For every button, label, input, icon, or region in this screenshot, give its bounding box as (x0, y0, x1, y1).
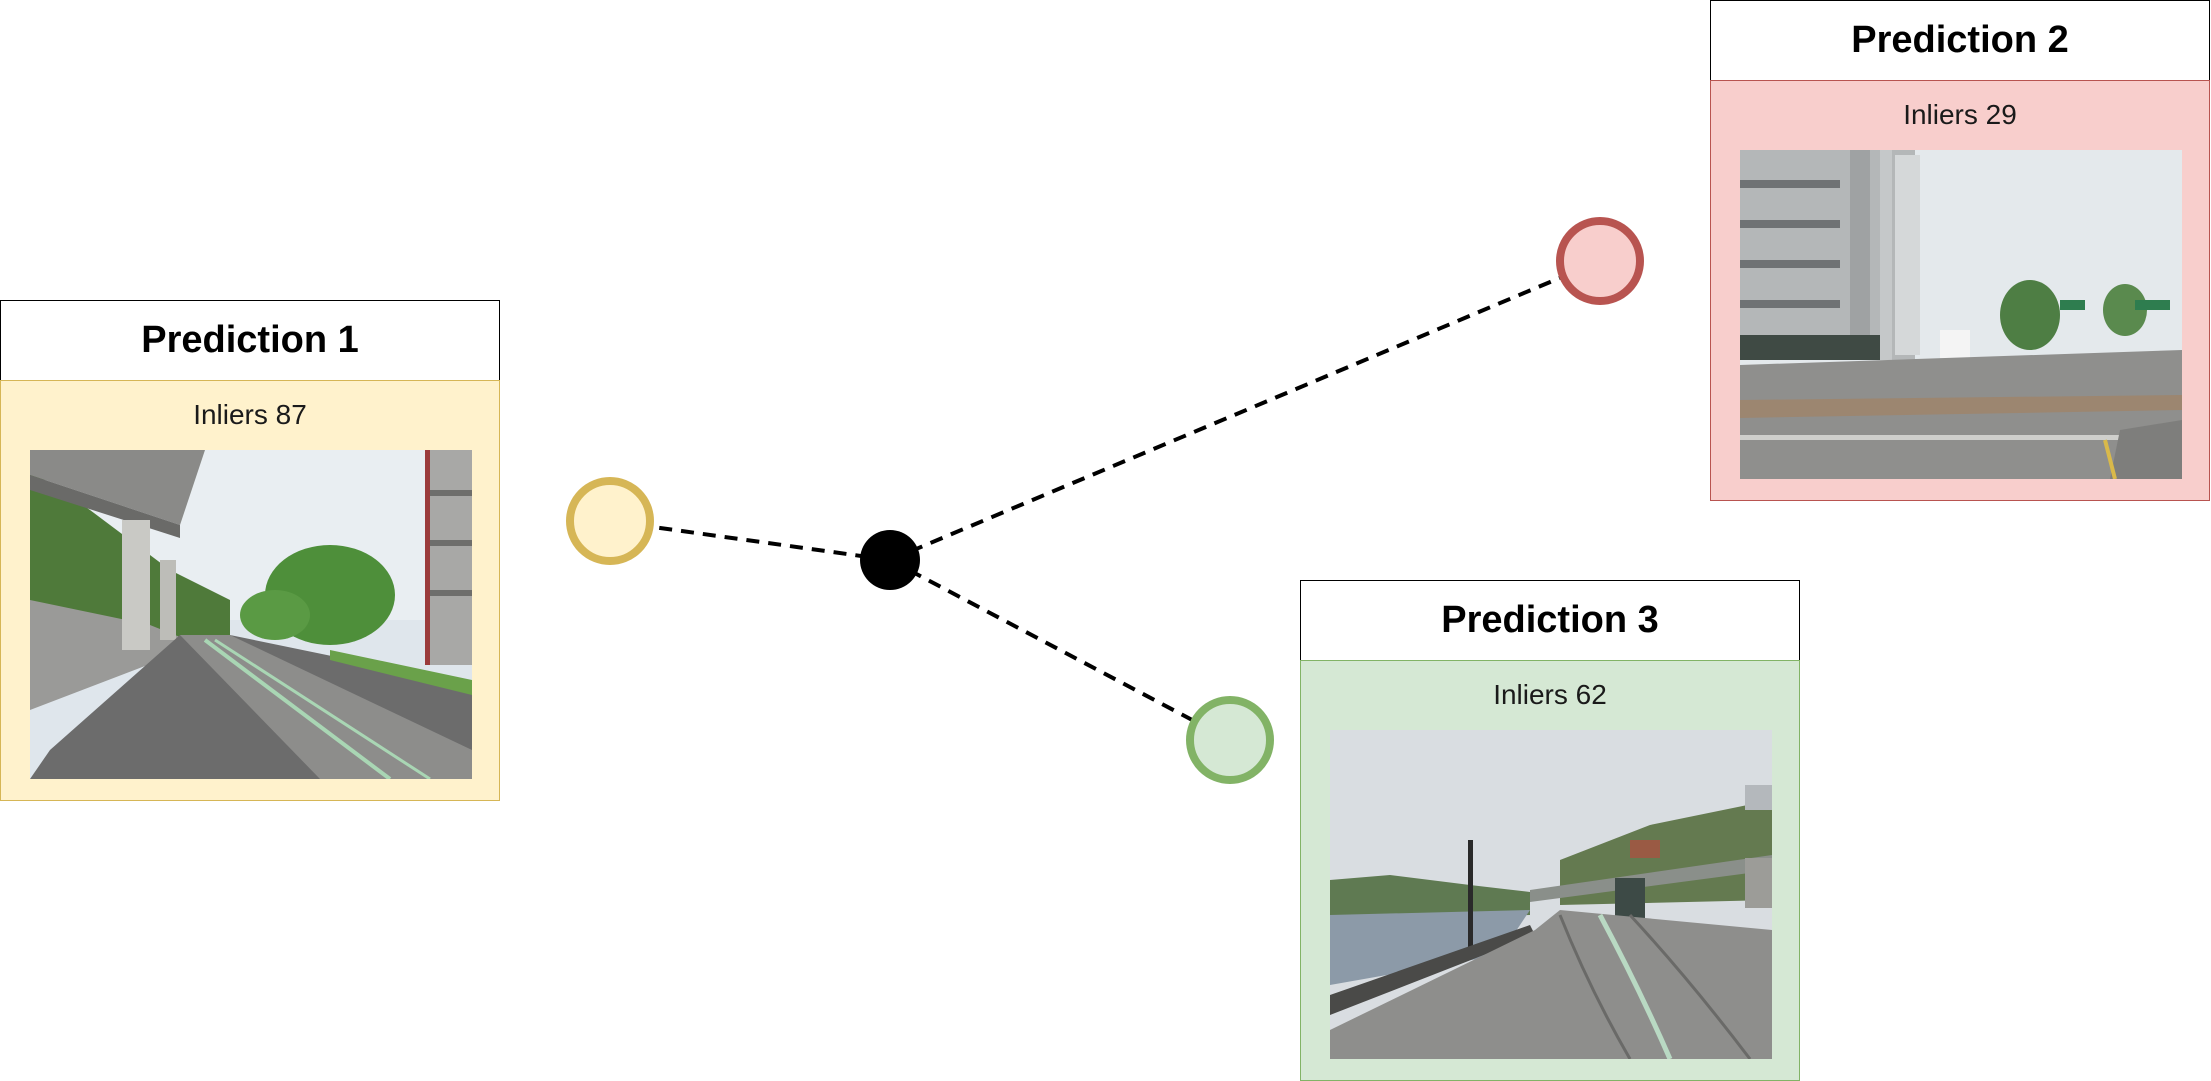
prediction-2-card: Prediction 2 Inliers 29 (1710, 0, 2210, 501)
prediction-1-body: Inliers 87 (0, 380, 500, 801)
query-node (860, 530, 920, 590)
prediction-3-card: Prediction 3 Inliers 62 (1300, 580, 1800, 1081)
prediction-3-inliers: Inliers 62 (1493, 679, 1607, 710)
edge-query-to-prediction-1 (609, 519, 891, 562)
prediction-3-body: Inliers 62 (1300, 660, 1800, 1081)
prediction-1-title: Prediction 1 (0, 300, 500, 381)
edge-query-to-prediction-3 (889, 558, 1231, 742)
prediction-3-title: Prediction 3 (1300, 580, 1800, 661)
prediction-1-photo (30, 450, 472, 779)
prediction-3-photo (1330, 730, 1772, 1059)
prediction-2-body: Inliers 29 (1710, 80, 2210, 501)
prediction-2-node (1556, 217, 1644, 305)
prediction-1-card: Prediction 1 Inliers 87 (0, 300, 500, 801)
prediction-3-node (1186, 696, 1274, 784)
prediction-1-inliers: Inliers 87 (193, 399, 307, 430)
prediction-2-title: Prediction 2 (1710, 0, 2210, 81)
prediction-1-node (566, 477, 654, 565)
edge-query-to-prediction-2 (889, 259, 1601, 562)
prediction-2-inliers: Inliers 29 (1903, 99, 2017, 130)
prediction-2-photo (1740, 150, 2182, 479)
